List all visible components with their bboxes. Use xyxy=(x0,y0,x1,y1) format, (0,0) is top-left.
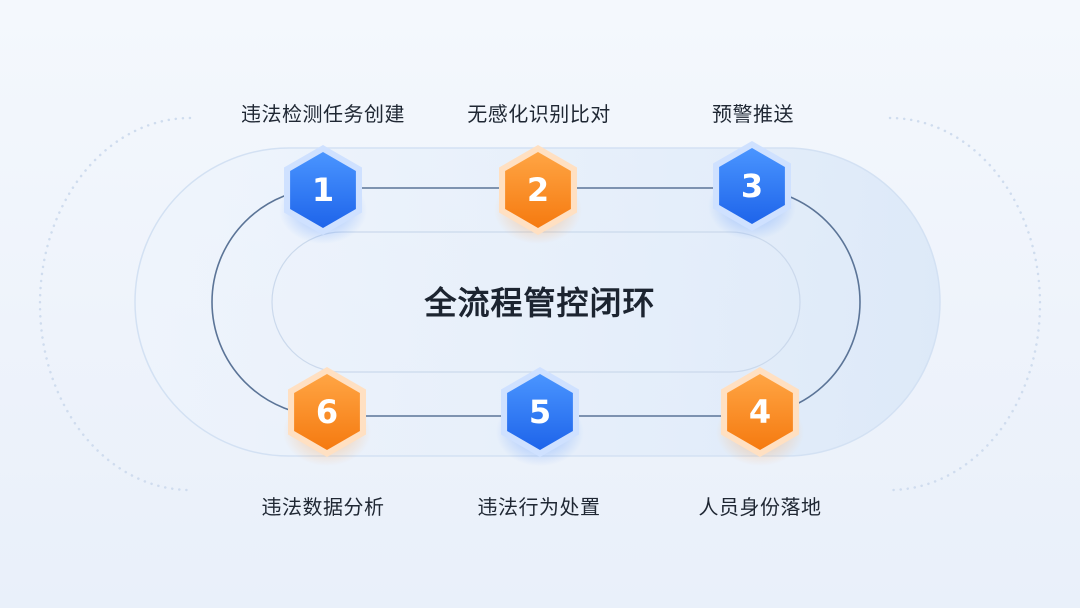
step-number-5: 5 xyxy=(529,393,551,431)
step-hexagon-5 xyxy=(507,374,573,450)
step-number-3: 3 xyxy=(741,167,763,205)
step-label-5: 违法行为处置 xyxy=(477,495,601,519)
step-hexagon-1 xyxy=(290,152,356,228)
dotted-arc-right xyxy=(888,116,1042,492)
center-title: 全流程管控闭环 xyxy=(424,284,656,322)
step-node-5: 5 xyxy=(496,367,584,466)
step-hexagon-2 xyxy=(505,152,571,228)
step-node-2: 2 xyxy=(494,145,582,244)
step-label-1: 违法检测任务创建 xyxy=(241,102,405,126)
step-number-4: 4 xyxy=(749,393,771,431)
step-hexagon-3 xyxy=(719,148,785,224)
step-node-1: 1 xyxy=(279,145,367,244)
step-label-2: 无感化识别比对 xyxy=(467,102,611,126)
step-number-6: 6 xyxy=(316,393,338,431)
step-node-4: 4 xyxy=(716,367,804,466)
step-label-6: 违法数据分析 xyxy=(261,495,385,519)
step-hexagon-4 xyxy=(727,374,793,450)
step-node-6: 6 xyxy=(283,367,371,466)
step-node-3: 3 xyxy=(708,141,796,240)
step-number-2: 2 xyxy=(527,171,549,209)
step-number-1: 1 xyxy=(312,171,334,209)
dotted-arc-left xyxy=(38,116,192,492)
step-label-3: 预警推送 xyxy=(712,102,794,126)
step-hexagon-6 xyxy=(294,374,360,450)
step-label-4: 人员身份落地 xyxy=(698,495,822,519)
